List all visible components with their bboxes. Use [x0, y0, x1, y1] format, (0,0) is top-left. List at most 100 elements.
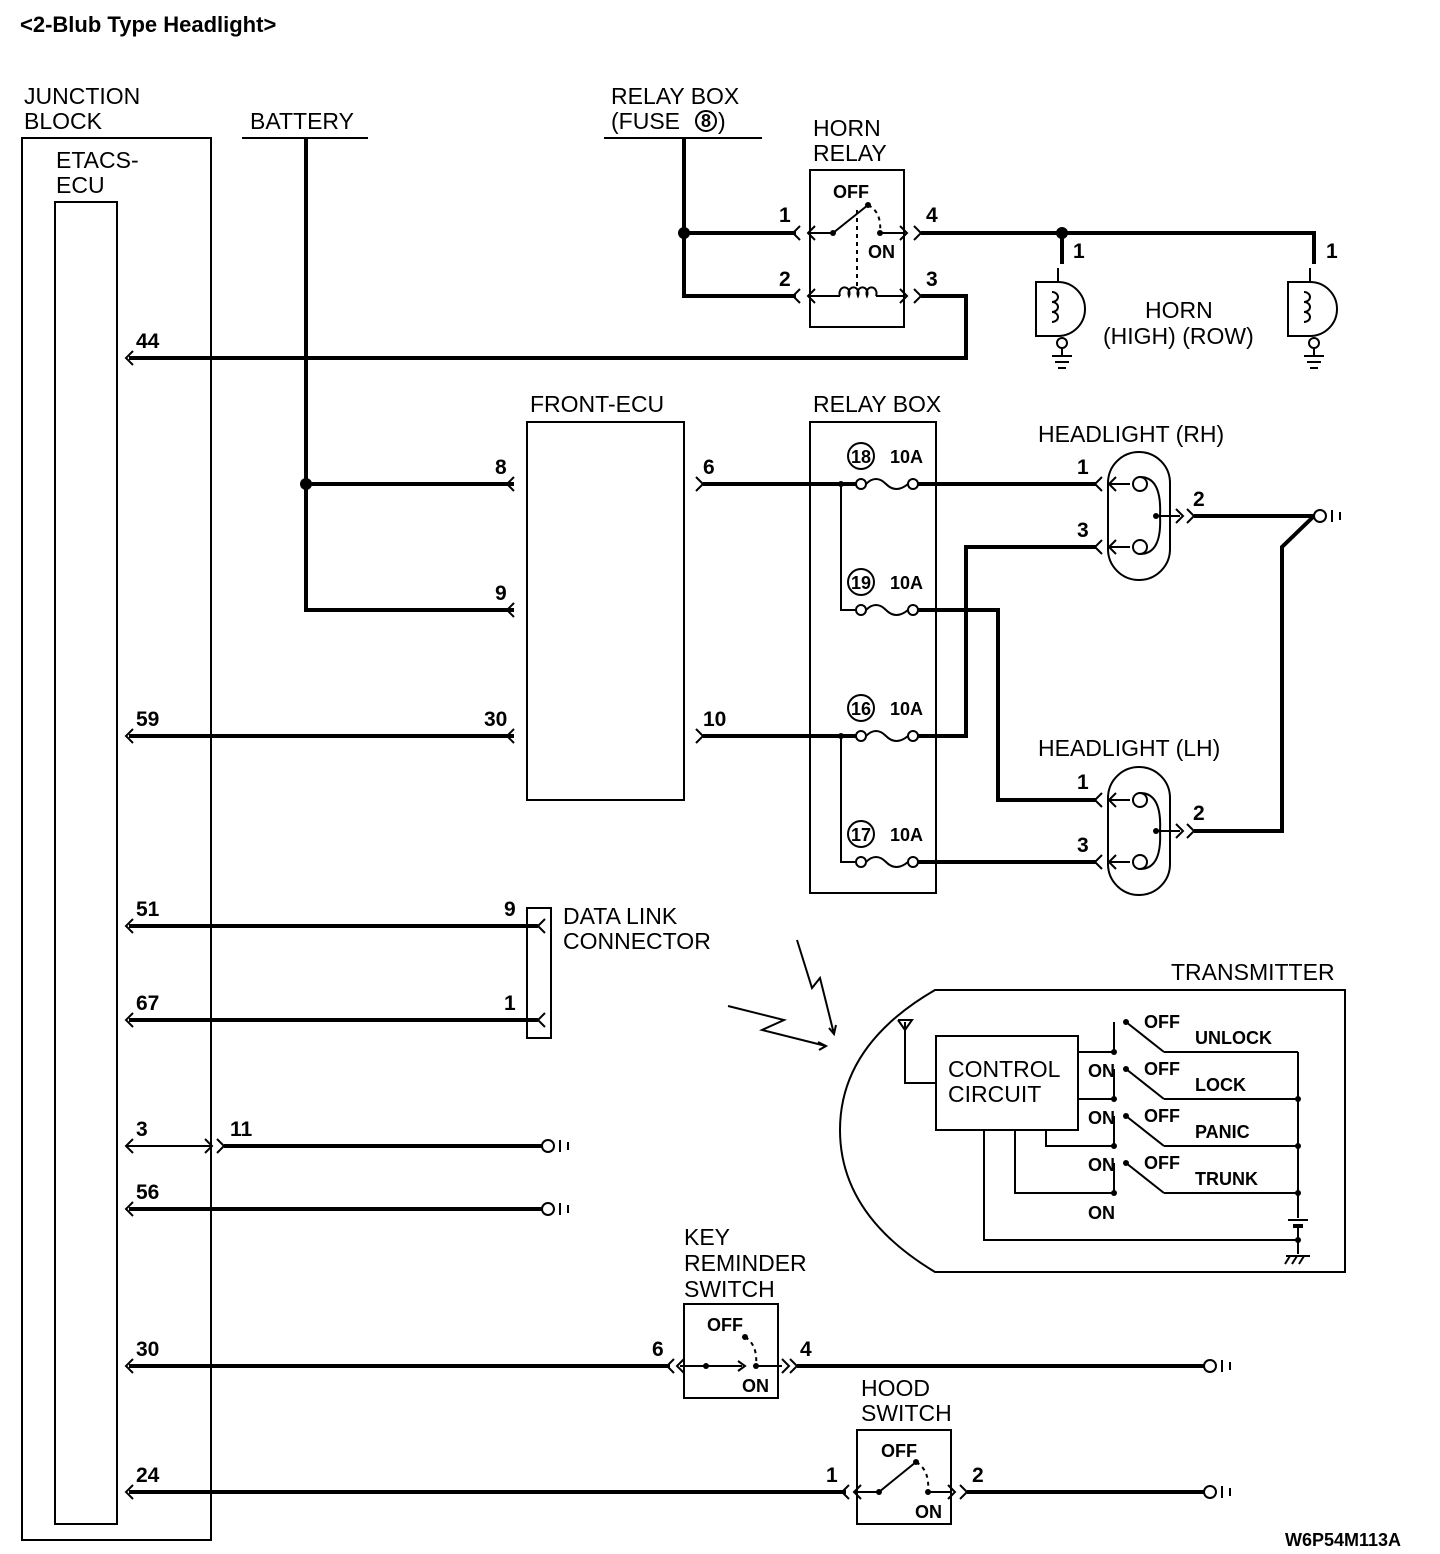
fuse-8-circle: [695, 110, 717, 132]
key-reminder-pin-6: 6: [652, 1338, 664, 1361]
transmitter-switch-unlock[interactable]: OFF UNLOCK: [1078, 1012, 1298, 1055]
horn-relay-label-1: HORN: [813, 115, 881, 141]
headlight-lh-pin-1: 1: [1077, 771, 1089, 794]
trunk-off-label: OFF: [1144, 1153, 1180, 1173]
ground-icon: [541, 1202, 555, 1216]
front-ecu-label: FRONT-ECU: [530, 391, 664, 417]
front-ecu-pin-6: 6: [703, 456, 715, 479]
battery-wire: [304, 138, 514, 612]
relay-box-fuse-label-2: (FUSE: [611, 108, 680, 134]
etacs-ecu-label-1: ETACS-: [56, 147, 139, 173]
headlight-ground: [1194, 509, 1341, 833]
fuse-18-number: 18: [851, 447, 871, 467]
diagram-title: <2-Blub Type Headlight>: [20, 12, 276, 37]
ground-icon: [1313, 509, 1327, 523]
antenna-icon: [897, 1019, 936, 1084]
front-ecu-pin-9: 9: [495, 582, 507, 605]
relay-box-outline: [809, 421, 937, 894]
chassis-ground-icon: [1284, 1255, 1310, 1265]
fuse-16-number: 16: [851, 699, 871, 719]
relay-box-fuse-label-1: RELAY BOX: [611, 83, 739, 109]
key-reminder-label-2: REMINDER: [684, 1250, 807, 1276]
hood-switch-on: ON: [915, 1502, 942, 1522]
horn-relay-pin-4: 4: [926, 204, 938, 227]
junction-block: JUNCTION BLOCK ETACS- ECU: [21, 83, 212, 1541]
horn-relay-outline: [809, 169, 905, 328]
transmitter-switch-panic[interactable]: ON OFF PANIC: [1045, 1106, 1298, 1149]
lock-label: LOCK: [1195, 1075, 1246, 1095]
diagram-code: W6P54M113A: [1285, 1530, 1401, 1550]
key-reminder-outline: [683, 1303, 779, 1399]
fuse-17-rating: 10A: [890, 825, 923, 845]
headlight-rh-pin-2: 2: [1193, 488, 1205, 511]
etacs-pin-3: 3: [136, 1118, 148, 1141]
headlight-rh-pin-3: 3: [1077, 519, 1089, 542]
etacs-pin-44: 44: [136, 330, 160, 353]
trunk-on-label: ON: [1088, 1203, 1115, 1223]
key-reminder-label-3: SWITCH: [684, 1276, 775, 1302]
battery-splice: [300, 478, 312, 490]
hood-switch-contact[interactable]: [878, 1461, 917, 1493]
horn-relay-off: OFF: [833, 182, 869, 202]
key-reminder-switch: KEY REMINDER SWITCH OFF ON 6 4: [129, 1224, 1231, 1399]
ground-pin-56: [129, 1202, 569, 1216]
panic-off-label: OFF: [1144, 1106, 1180, 1126]
relay-box-fuse-feed: RELAY BOX (FUSE 8 ): [604, 83, 796, 298]
headlight-lh-pin-2: 2: [1193, 802, 1205, 825]
fuse-19-number: 19: [851, 573, 871, 593]
junction-block-outline: [21, 137, 212, 1541]
front-ecu-pin-10: 10: [703, 708, 726, 731]
fuse-16: 16 10A: [847, 694, 923, 742]
front-ecu-outline: [526, 421, 685, 801]
radio-signal-icon: [727, 939, 837, 1051]
junction-block-label-2: BLOCK: [24, 108, 103, 134]
data-link-outline: [526, 907, 552, 1039]
etacs-pins: 44 59 51 67 3 56 30 24 11: [124, 330, 253, 1500]
hood-switch: HOOD SWITCH OFF ON 1 2: [129, 1375, 1231, 1525]
etacs-ecu-outline: [54, 201, 118, 1525]
fuse-18: 18 10A: [847, 442, 923, 490]
lock-on-label: ON: [1088, 1061, 1115, 1081]
front-ecu: FRONT-ECU 8 9 30 6 10: [484, 391, 726, 801]
junction-block-label-1: JUNCTION: [24, 83, 140, 109]
relay-box: RELAY BOX 18 10A 19 10A 16: [703, 391, 1096, 894]
ground-icon: [1203, 1485, 1217, 1499]
front-ecu-pin-30: 30: [484, 708, 507, 731]
control-circuit-label-1: CONTROL: [948, 1056, 1061, 1082]
horn-low-pin-1: 1: [1326, 240, 1338, 263]
hood-switch-label-1: HOOD: [861, 1375, 930, 1401]
fuse-19: 19 10A: [847, 568, 923, 616]
transmitter-outline: [838, 989, 1346, 1273]
headlight-rh-bulb-icon: [1132, 476, 1162, 555]
fuse-17-number: 17: [851, 825, 871, 845]
fuse-16-rating: 10A: [890, 699, 923, 719]
etacs-pin-56: 56: [136, 1181, 159, 1204]
headlight-rh-pin-1: 1: [1077, 456, 1089, 479]
ground-icon: [1203, 1359, 1217, 1373]
ground-pin-11: [126, 1138, 569, 1154]
hood-switch-label-2: SWITCH: [861, 1400, 952, 1426]
battery: BATTERY: [242, 108, 514, 612]
panic-label: PANIC: [1195, 1122, 1250, 1142]
horn-relay-label-2: RELAY: [813, 140, 887, 166]
junction-pin-11: 11: [230, 1118, 253, 1141]
transmitter-switch-trunk[interactable]: ON OFF ON TRUNK: [1014, 1130, 1298, 1223]
fuse-8-number: 8: [701, 111, 711, 131]
transmitter-switch-lock[interactable]: ON OFF LOCK: [1078, 1059, 1298, 1102]
panic-on-label: ON: [1088, 1108, 1115, 1128]
horn-relay-contact: [832, 204, 869, 234]
etacs-pin-24: 24: [136, 1464, 160, 1487]
horn-relay-pin-2: 2: [779, 268, 791, 291]
data-link-connector: DATA LINK CONNECTOR 9 1: [129, 898, 711, 1039]
hood-switch-off: OFF: [881, 1441, 917, 1461]
headlight-rh: HEADLIGHT (RH) 1 3 2: [1038, 421, 1224, 581]
trunk-on-label-top: ON: [1088, 1155, 1115, 1175]
etacs-pin-59: 59: [136, 708, 159, 731]
fuse-19-rating: 10A: [890, 573, 923, 593]
horn-relay-pin-1: 1: [779, 204, 791, 227]
trunk-label: TRUNK: [1195, 1169, 1258, 1189]
horn-relay-coil: [838, 286, 878, 299]
horn-low-icon: [1287, 268, 1338, 369]
key-reminder-off: OFF: [707, 1315, 743, 1335]
